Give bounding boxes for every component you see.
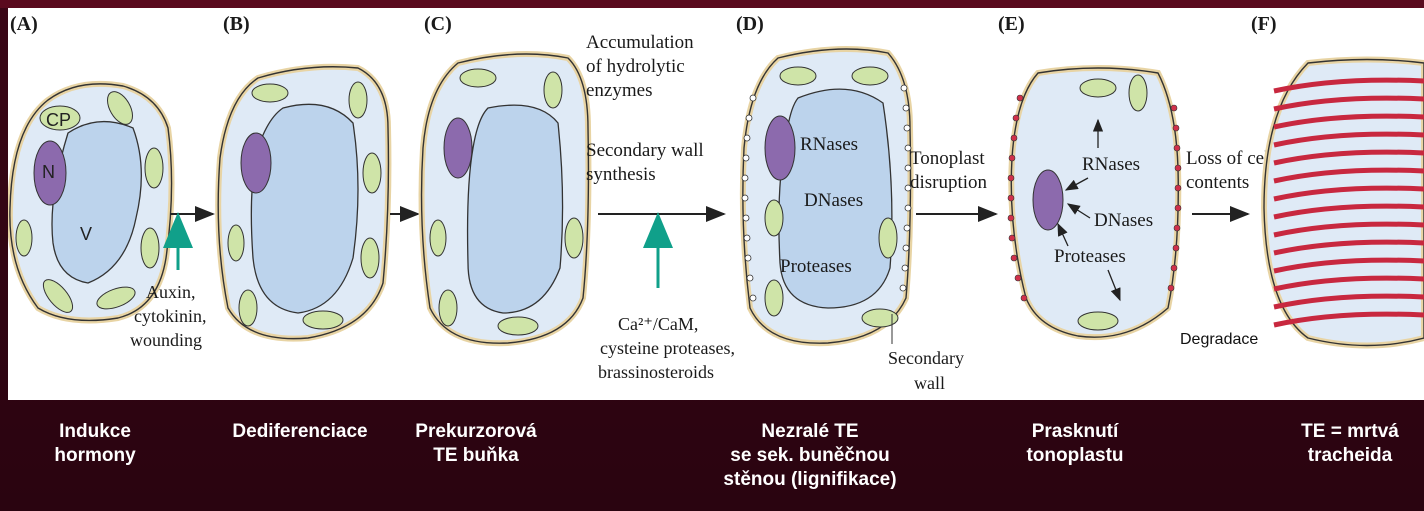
- annotation-hydrolytic: Accumulation of hydrolytic enzymes: [586, 32, 698, 101]
- label-v: V: [80, 224, 92, 244]
- label-dnases-d: DNases: [804, 190, 863, 211]
- label-rnases-d: RNases: [800, 134, 858, 155]
- cell-d: RNases DNases Proteases: [742, 49, 911, 343]
- caption-a: Indukce hormony: [40, 420, 150, 468]
- label-proteases-e: Proteases: [1054, 246, 1126, 267]
- caption-b: Dediferenciace: [200, 420, 400, 444]
- cell-e: RNases DNases Proteases: [1008, 68, 1181, 337]
- label-n: N: [42, 162, 55, 182]
- panel-letter-c: (C): [424, 13, 452, 35]
- annotation-secondary-wall-synthesis: Secondary wall synthesis: [586, 140, 708, 185]
- caption-c: Prekurzorová TE buňka: [396, 420, 556, 468]
- cell-c: [422, 54, 589, 343]
- slide-top-band: [0, 0, 1424, 8]
- label-degradace: Degradace: [1180, 331, 1258, 348]
- label-dnases-e: DNases: [1094, 210, 1153, 231]
- panel-letter-d: (D): [736, 13, 764, 35]
- annotation-calcium: Ca²⁺/CaM, cysteine proteases, brassinost…: [598, 314, 739, 382]
- panel-letter-b: (B): [223, 13, 250, 35]
- caption-e: Prasknutí tonoplastu: [1000, 420, 1150, 468]
- label-rnases-e: RNases: [1082, 154, 1140, 175]
- diagram-panel: (A) (B) (C) (D) (E) (F) CP N V Auxin, cy…: [8, 8, 1424, 400]
- label-proteases-d: Proteases: [780, 256, 852, 277]
- tracheary-element-diagram: (A) (B) (C) (D) (E) (F) CP N V Auxin, cy…: [8, 8, 1424, 400]
- annotation-tonoplast: Tonoplast disruption: [910, 148, 989, 193]
- panel-letter-e: (E): [998, 13, 1025, 35]
- caption-d: Nezralé TE se sek. buněčnou stěnou (lign…: [680, 420, 940, 492]
- panel-letter-f: (F): [1251, 13, 1277, 35]
- cell-b: [218, 67, 388, 339]
- panel-letter-a: (A): [10, 13, 38, 35]
- annotation-secondary-wall: Secondary wall: [888, 348, 968, 393]
- caption-f: TE = mrtvá tracheida: [1255, 420, 1424, 468]
- cell-f: [1264, 60, 1424, 346]
- label-cp: CP: [46, 110, 71, 130]
